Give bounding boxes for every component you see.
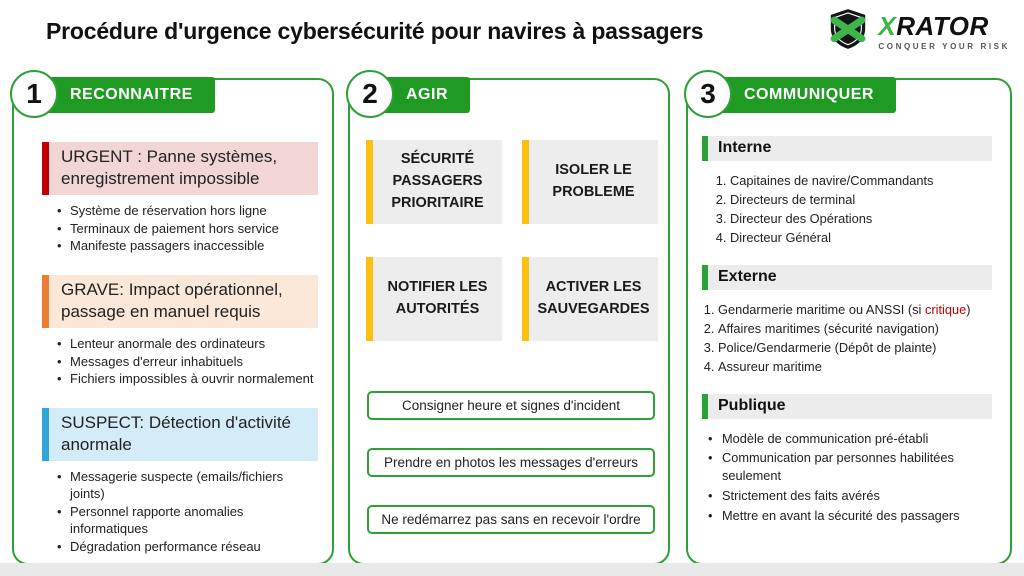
urgent-bullets: Système de réservation hors ligne Termin… <box>42 202 318 255</box>
interne-header: Interne <box>702 136 992 161</box>
list-item: Assureur maritime <box>718 358 1004 377</box>
suspect-block: SUSPECT: Détection d'activité anormale M… <box>42 407 318 556</box>
action-isoler-probleme: ISOLER LE PROBLEME <box>522 140 658 224</box>
step-number-1: 1 <box>10 70 58 118</box>
brand-tagline: CONQUER YOUR RISK <box>878 41 1010 51</box>
column-agir: 2 AGIR SÉCURITÉ PASSAGERS PRIORITAIRE IS… <box>346 70 670 565</box>
publique-list: Modèle de communication pré-établi Commu… <box>688 430 1004 526</box>
bottom-margin-strip <box>0 563 1024 576</box>
note-redemarrage: Ne redémarrez pas sans en recevoir l'ord… <box>367 505 655 534</box>
externe-list: Gendarmerie maritime ou ANSSI (si critiq… <box>688 301 1004 377</box>
urgent-title: URGENT : Panne systèmes, enregistrement … <box>42 142 318 196</box>
list-item: Affaires maritimes (sécurité navigation) <box>718 320 1004 339</box>
externe-header: Externe <box>702 264 992 290</box>
list-item: Personnel rapporte anomalies informatiqu… <box>55 503 318 538</box>
action-notifier-autorites: NOTIFIER LES AUTORITÉS <box>366 257 502 341</box>
publique-header: Publique <box>702 393 992 419</box>
action-securite-passagers: SÉCURITÉ PASSAGERS PRIORITAIRE <box>366 140 502 224</box>
list-item: Système de réservation hors ligne <box>55 202 318 220</box>
list-item: Messagerie suspecte (emails/fichiers joi… <box>55 468 318 503</box>
list-item: Lenteur anormale des ordinateurs <box>55 335 318 353</box>
list-item: Mettre en avant la sécurité des passager… <box>706 507 1004 525</box>
list-item: Communication par personnes habilitées s… <box>706 449 1004 485</box>
grave-bullets: Lenteur anormale des ordinateurs Message… <box>42 335 318 388</box>
action-activer-sauvegardes: ACTIVER LES SAUVEGARDES <box>522 257 658 341</box>
step-label-communiquer: COMMUNIQUER <box>712 77 896 113</box>
grave-block: GRAVE: Impact opérationnel, passage en m… <box>42 274 318 388</box>
list-item: Fichiers impossibles à ouvrir normalemen… <box>55 370 318 388</box>
list-item: Manifeste passagers inaccessible <box>55 237 318 255</box>
list-item: Strictement des faits avérés <box>706 487 1004 505</box>
page-title: Procédure d'urgence cybersécurité pour n… <box>46 18 704 44</box>
suspect-title: SUSPECT: Détection d'activité anormale <box>42 407 318 461</box>
brand-wordmark: XRATOR <box>878 10 989 41</box>
note-photos: Prendre en photos les messages d'erreurs <box>367 448 655 477</box>
list-item: Dégradation performance réseau <box>55 538 318 556</box>
interne-list: Capitaines de navire/Commandants Directe… <box>688 172 1004 248</box>
xrator-logo: XRATOR CONQUER YOUR RISK <box>825 8 1010 55</box>
list-item: Terminaux de paiement hors service <box>55 220 318 238</box>
action-grid: SÉCURITÉ PASSAGERS PRIORITAIRE ISOLER LE… <box>366 140 658 341</box>
urgent-block: URGENT : Panne systèmes, enregistrement … <box>42 142 318 255</box>
shield-x-icon <box>825 8 871 55</box>
step-number-2: 2 <box>346 70 394 118</box>
list-item: Gendarmerie maritime ou ANSSI (si critiq… <box>718 301 1004 320</box>
column-reconnaitre: 1 RECONNAITRE URGENT : Panne systèmes, e… <box>10 70 334 565</box>
list-item: Police/Gendarmerie (Dépôt de plainte) <box>718 339 1004 358</box>
step-label-reconnaitre: RECONNAITRE <box>38 77 215 113</box>
list-item: Modèle de communication pré-établi <box>706 430 1004 448</box>
suspect-bullets: Messagerie suspecte (emails/fichiers joi… <box>42 468 318 556</box>
list-item: Directeur des Opérations <box>730 210 1004 229</box>
critique-highlight: critique <box>924 301 967 317</box>
grave-title: GRAVE: Impact opérationnel, passage en m… <box>42 274 318 329</box>
step-number-3: 3 <box>684 70 732 118</box>
list-item: Directeurs de terminal <box>730 191 1004 210</box>
list-item: Directeur Général <box>730 229 1004 248</box>
column-communiquer: 3 COMMUNIQUER Interne Capitaines de navi… <box>684 70 1012 565</box>
list-item: Capitaines de navire/Commandants <box>730 172 1004 191</box>
note-consigner: Consigner heure et signes d'incident <box>367 391 655 420</box>
list-item: Messages d'erreur inhabituels <box>55 353 318 371</box>
